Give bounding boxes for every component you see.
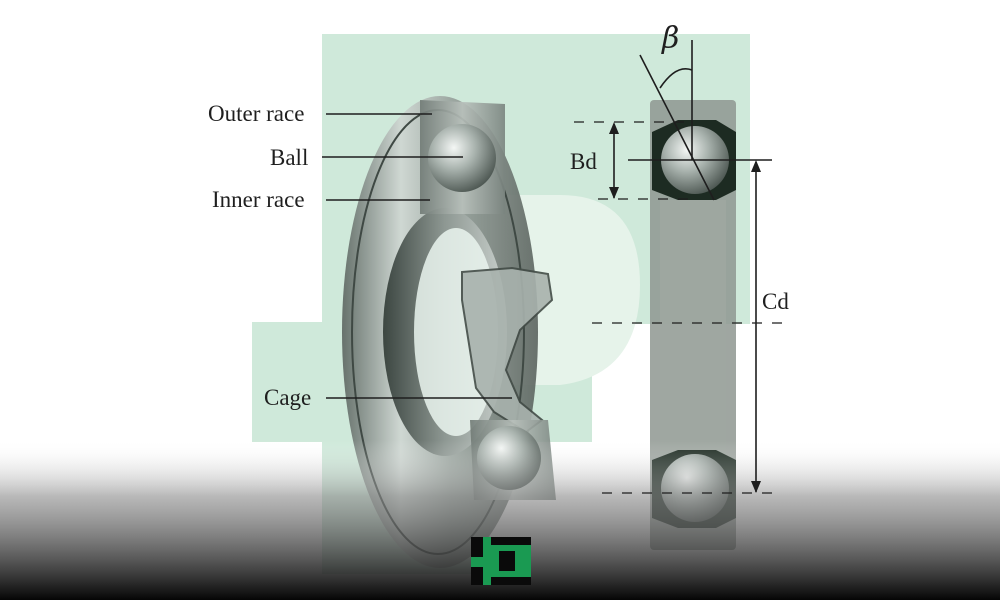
label-contact-angle: β: [661, 21, 679, 56]
label-inner-race: Inner race: [212, 187, 305, 212]
labels: Outer race Ball Inner race Cage Bd Cd β: [208, 21, 789, 410]
label-cage: Cage: [264, 385, 311, 410]
leader-lines: [322, 113, 512, 399]
brand-logo-icon: [471, 537, 531, 585]
label-pitch-diameter: Cd: [762, 289, 789, 314]
top-ball: [428, 124, 496, 192]
bearing-cross-section: [650, 100, 736, 550]
label-outer-race: Outer race: [208, 101, 304, 126]
label-ball-diameter: Bd: [570, 149, 597, 174]
dimension-lines: [574, 40, 782, 494]
label-ball: Ball: [270, 145, 308, 170]
